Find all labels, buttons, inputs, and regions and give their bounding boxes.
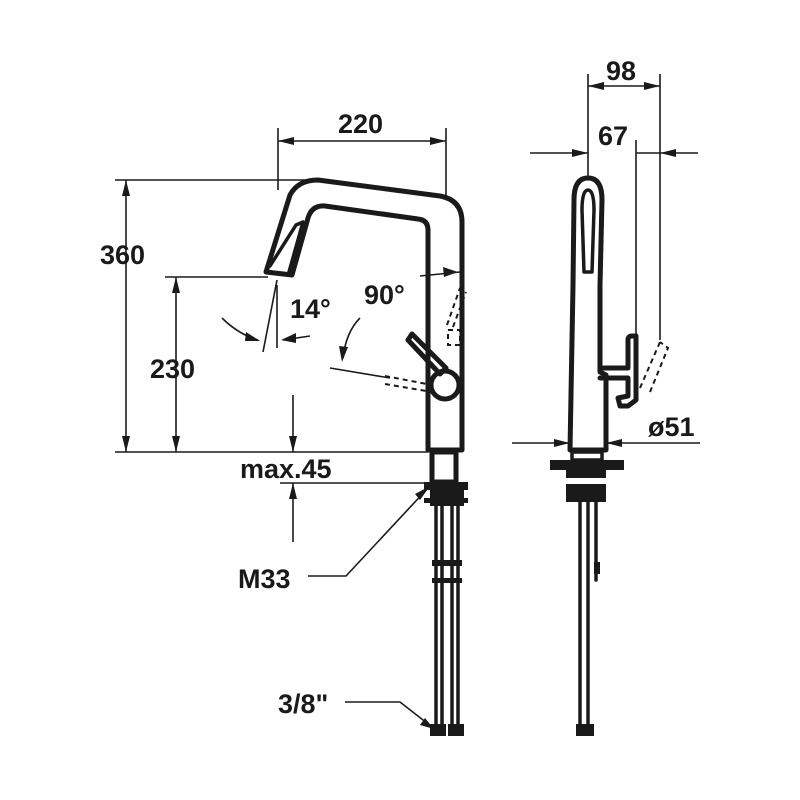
label-spout-height: 230: [150, 354, 195, 384]
label-spout-reach: 220: [338, 109, 383, 139]
label-base-diameter: ø51: [648, 412, 695, 442]
label-side-total-depth: 98: [606, 56, 636, 86]
label-mounting-thread: M33: [238, 564, 291, 594]
dim-total-height: 360: [100, 179, 310, 452]
label-total-height: 360: [100, 240, 145, 270]
dim-base-diameter: ø51: [512, 412, 700, 447]
faucet-body-side: [550, 175, 624, 502]
hoses-front: [430, 504, 464, 736]
dim-spout-reach: 220: [277, 109, 447, 200]
leader-mounting-thread: M33: [238, 486, 430, 594]
lever-front: [384, 287, 467, 402]
dim-spout-height: 230: [150, 276, 268, 452]
dim-side-total-depth: 98: [587, 56, 661, 340]
faucet-body-front: [263, 177, 468, 506]
hoses-side: [576, 500, 600, 736]
label-spout-tilt: 14°: [290, 294, 331, 324]
leader-hose-connection: 3/8": [278, 689, 434, 729]
label-side-lever-depth: 67: [598, 121, 628, 151]
lever-side: [597, 333, 670, 409]
label-hose-connection: 3/8": [278, 689, 328, 719]
label-lever-angle: 90°: [364, 280, 405, 310]
label-counter-thickness: max.45: [240, 454, 332, 484]
dim-spout-tilt: 14°: [221, 279, 331, 353]
dim-counter-thickness: max.45: [240, 395, 424, 542]
front-view: 220 360 230 14°: [100, 109, 468, 736]
side-view: 98 67 ø51: [512, 56, 700, 736]
dim-lever-angle: 90°: [329, 267, 461, 379]
dim-side-lever-depth: 67: [530, 121, 698, 336]
